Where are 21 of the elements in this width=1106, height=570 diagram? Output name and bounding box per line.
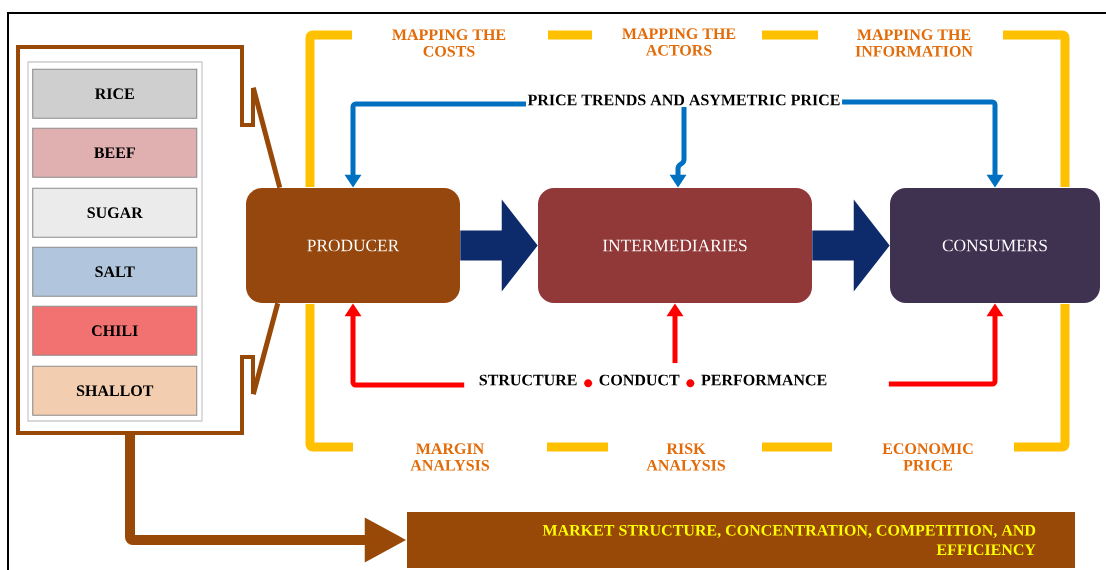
section-label: MAPPING THE COSTS	[392, 29, 506, 57]
section-label: MAPPING THE ACTORS	[622, 28, 736, 56]
connector-line	[250, 302, 281, 395]
section-label: MARGIN ANALYSIS	[410, 443, 490, 471]
item-box: RICE	[32, 68, 198, 119]
section-label: MAPPING THE INFORMATION	[855, 29, 973, 57]
heading-text: PRICE TRENDS AND ASYMETRIC PRICE	[527, 94, 840, 106]
process-box: PRODUCER	[246, 188, 460, 303]
result-box: MARKET STRUCTURE, CONCENTRATION, COMPETITION, AND EFFICIENCY	[407, 512, 1075, 568]
item-box: SHALLOT	[32, 365, 198, 416]
section-label: RISK ANALYSIS	[646, 443, 726, 471]
item-box: SALT	[32, 246, 198, 297]
item-box: BEEF	[32, 127, 198, 178]
section-label: ECONOMIC PRICE	[882, 443, 973, 471]
heading-text: STRUCTURE CONDUCT PERFORMANCE	[479, 374, 827, 388]
bracket-outline	[16, 45, 255, 435]
item-box: CHILI	[32, 305, 198, 356]
process-box: CONSUMERS	[890, 188, 1100, 303]
connector-line	[250, 87, 283, 189]
process-box: INTERMEDIARIES	[538, 188, 812, 303]
item-box: SUGAR	[32, 187, 198, 238]
